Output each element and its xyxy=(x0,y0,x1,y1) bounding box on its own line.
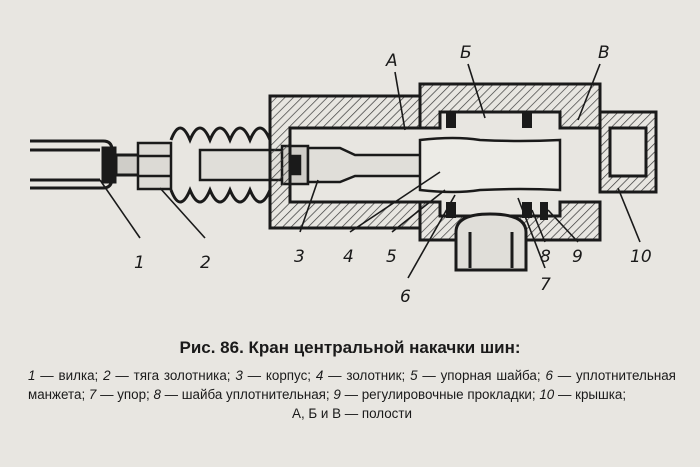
legend-item-5: 5 — упорная шайба; xyxy=(410,368,541,383)
callout-7: 7 xyxy=(540,275,551,295)
legend-item-text: золотник; xyxy=(346,368,406,383)
callout-cavity-v: В xyxy=(598,43,610,63)
valve-cross-section-drawing: 1 2 3 4 5 6 7 8 9 10 А Б В xyxy=(30,43,658,307)
legend-item-text: регулировочные прокладки; xyxy=(361,387,536,402)
legend-item-number: 1 xyxy=(28,368,36,383)
legend-item-dash: — xyxy=(554,387,576,402)
legend-item-dash: — xyxy=(340,387,362,402)
outlet-port xyxy=(454,212,528,272)
legend-item-dash: — xyxy=(242,368,266,383)
rubber-boot xyxy=(169,126,272,204)
legend-item-text: корпус; xyxy=(265,368,311,383)
legend-item-dash: — xyxy=(110,368,134,383)
legend-item-7: 7 — упор; xyxy=(89,387,150,402)
legend-items: 1 — вилка; 2 — тяга золотника; 3 — корпу… xyxy=(28,368,676,402)
valve-stem xyxy=(198,136,562,194)
legend-item-text: крышка; xyxy=(575,387,627,402)
legend-item-number: 5 xyxy=(410,368,418,383)
legend-item-dash: — xyxy=(96,387,118,402)
fork-part xyxy=(30,139,142,190)
callout-cavity-a: А xyxy=(385,51,398,71)
legend-item-dash: — xyxy=(417,368,441,383)
legend-item-number: 3 xyxy=(235,368,243,383)
legend-item-number: 9 xyxy=(333,387,341,402)
callout-9: 9 xyxy=(572,247,583,267)
rod-nut-part xyxy=(136,141,173,191)
legend-item-number: 2 xyxy=(103,368,111,383)
legend-tail: А, Б и В — полости xyxy=(292,406,412,421)
legend-item-1: 1 — вилка; xyxy=(28,368,98,383)
legend-item-2: 2 — тяга золотника; xyxy=(103,368,230,383)
leader-lines xyxy=(99,63,641,279)
legend-item-dash: — xyxy=(552,368,576,383)
legend-item-text: шайба уплотнительная; xyxy=(181,387,330,402)
legend-item-number: 4 xyxy=(315,368,324,383)
callout-6: 6 xyxy=(400,287,411,307)
legend-item-text: тяга золотника; xyxy=(133,368,231,383)
legend-item-number: 10 xyxy=(539,387,555,402)
legend-item-dash: — xyxy=(160,387,182,402)
legend-item-dash: — xyxy=(35,368,59,383)
legend-item-number: 6 xyxy=(545,368,553,383)
figure-caption: Рис. 86. Кран центральной накачки шин: xyxy=(179,338,521,357)
legend-item-6: 6 — уплотнительная манжета; xyxy=(28,368,676,402)
legend-item-9: 9 — регулировочные прокладки; xyxy=(333,387,535,402)
legend-item-text: уплотнительная манжета; xyxy=(28,368,676,402)
callout-1: 1 xyxy=(134,253,145,273)
callout-10: 10 xyxy=(630,247,652,267)
legend-item-10: 10 — крышка; xyxy=(539,387,626,402)
legend-item-number: 7 xyxy=(88,387,97,402)
figure-legend: 1 — вилка; 2 — тяга золотника; 3 — корпу… xyxy=(28,366,676,423)
callout-cavity-b: Б xyxy=(460,43,472,63)
callout-2: 2 xyxy=(200,253,211,273)
legend-item-8: 8 — шайба уплотнительная; xyxy=(154,387,330,402)
legend-item-text: вилка; xyxy=(58,368,99,383)
legend-item-4: 4 — золотник; xyxy=(316,368,405,383)
legend-item-dash: — xyxy=(323,368,347,383)
legend-item-3: 3 — корпус; xyxy=(235,368,311,383)
callout-5: 5 xyxy=(386,247,397,267)
legend-item-number: 8 xyxy=(153,387,161,402)
callout-4: 4 xyxy=(343,247,354,267)
callout-3: 3 xyxy=(294,247,305,267)
legend-item-text: упор; xyxy=(117,387,150,402)
legend-item-text: упорная шайба; xyxy=(440,368,541,383)
seal-rings xyxy=(446,112,548,220)
callout-8: 8 xyxy=(540,247,551,267)
